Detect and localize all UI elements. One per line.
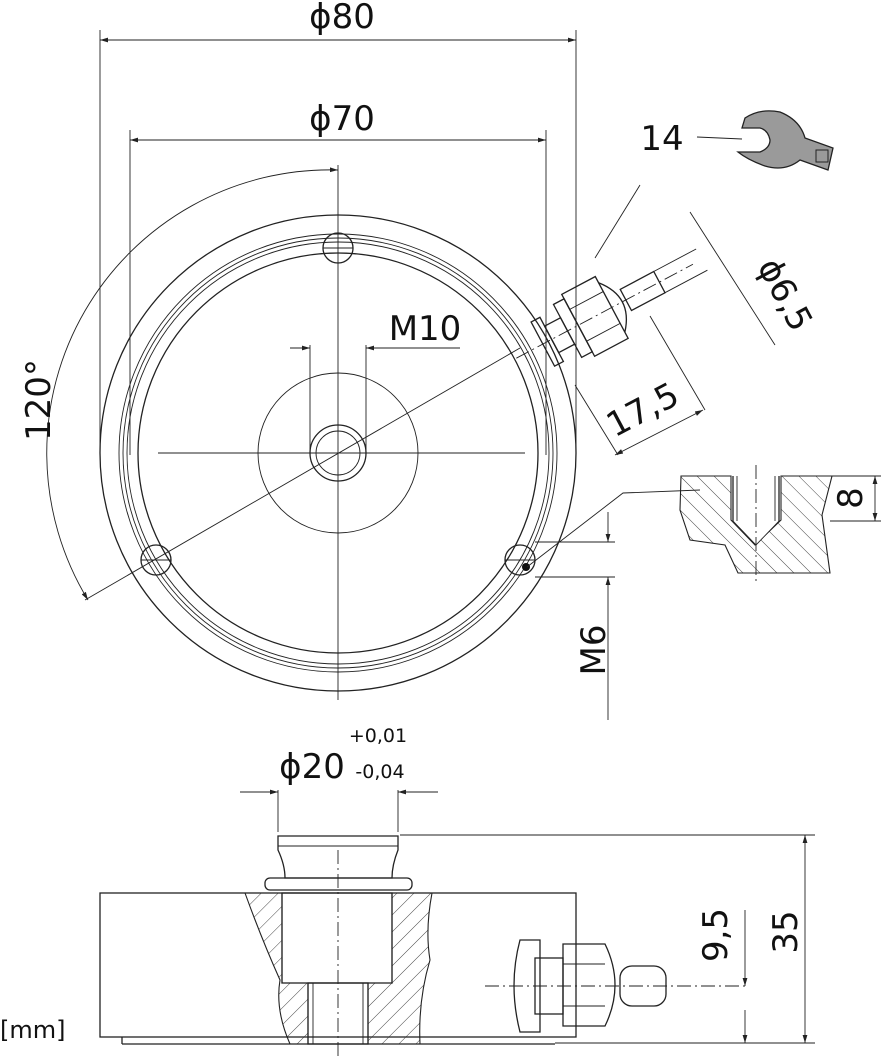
- cable-diameter-label: ϕ6,5: [749, 252, 820, 338]
- total-height-label: 35: [766, 910, 806, 953]
- center-thread-label: M10: [389, 309, 462, 349]
- dimension-outer-diameter: ϕ80: [99, 0, 577, 455]
- top-view: [46, 165, 577, 700]
- dimension-cable-diameter: ϕ6,5: [689, 211, 820, 346]
- side-cable-gland: [485, 939, 745, 1033]
- wrench-callout: 14: [594, 110, 834, 259]
- dimension-total-height: 35: [400, 834, 815, 1044]
- side-view: [99, 835, 745, 1059]
- thread-detail-section: 8: [679, 465, 881, 585]
- mounting-thread-label: M6: [574, 625, 614, 676]
- cable-height-label: 9,5: [696, 908, 736, 962]
- dimension-cable-height: 9,5: [696, 908, 748, 1043]
- shaft-diameter-label: ϕ20: [279, 747, 345, 787]
- wrench-icon: [736, 110, 834, 171]
- mounting-hole: [504, 544, 536, 576]
- dimension-center-thread: M10: [290, 309, 461, 455]
- dimension-bolt-circle: ϕ70: [129, 99, 547, 455]
- angle-label: 120°: [19, 359, 59, 441]
- dimension-shaft-diameter: ϕ20 +0,01 -0,04: [240, 725, 438, 832]
- wrench-size-label: 14: [640, 119, 683, 159]
- thread-depth-label: 8: [831, 487, 871, 509]
- dimension-mounting-thread: M6: [526, 489, 701, 720]
- units-label: [mm]: [0, 1016, 65, 1044]
- tolerance-upper-label: +0,01: [349, 725, 407, 747]
- tolerance-lower-label: -0,04: [355, 761, 404, 783]
- mounting-hole: [140, 544, 172, 576]
- outer-diameter-label: ϕ80: [309, 0, 375, 37]
- gland-length-label: 17,5: [600, 375, 686, 446]
- cable-gland: [516, 248, 708, 368]
- bolt-circle-label: ϕ70: [309, 99, 375, 139]
